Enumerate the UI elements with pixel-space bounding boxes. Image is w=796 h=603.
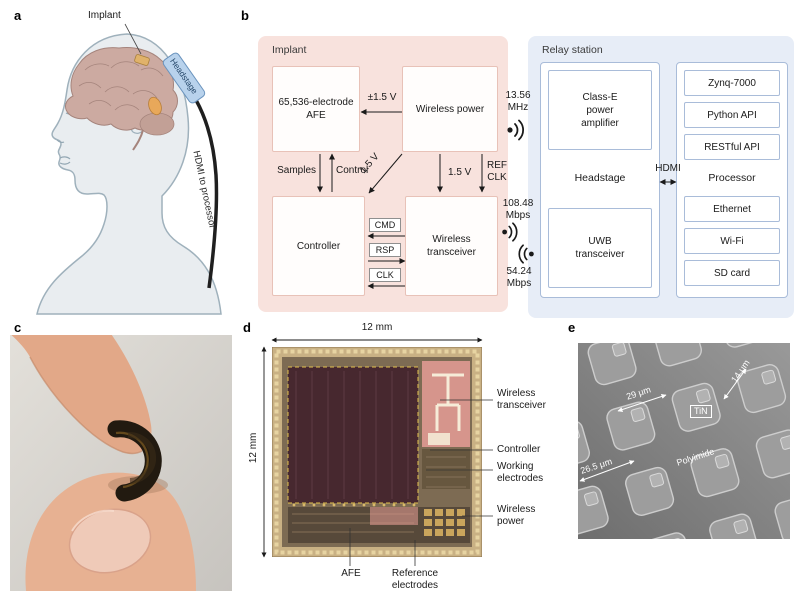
downlink-rate-label: 54.24 Mbps [506, 266, 532, 289]
hdmi-cable [194, 99, 219, 289]
rsp-label: RSP [369, 243, 401, 257]
arrow-29um [617, 394, 667, 412]
uwb-transceiver-block: UWB transceiver [548, 208, 652, 288]
headstage-block-label: Headstage [574, 172, 626, 184]
sem-measurement-arrows [579, 368, 747, 482]
die-micrograph [272, 347, 482, 557]
die-width-label: 12 mm [361, 322, 393, 333]
die-height-label: 12 mm [248, 432, 260, 464]
restful-api-module: RESTful API [684, 134, 780, 160]
panel-d-letter: d [243, 320, 251, 335]
arrow-265um [579, 460, 635, 482]
implant-region-title: Implant [272, 44, 307, 56]
ethernet-module: Ethernet [684, 196, 780, 222]
panel-b-letter: b [241, 8, 249, 23]
pm15v-label: ±1.5 V [367, 92, 397, 103]
highlight-region [370, 507, 418, 525]
reference-electrode-dots [292, 503, 416, 507]
sem-image [578, 343, 790, 539]
wireless-power-block: Wireless power [402, 66, 498, 152]
panel-c-letter: c [14, 320, 22, 335]
controller-block: Controller [272, 196, 365, 296]
cerebellum [139, 112, 175, 136]
implant-device [134, 54, 150, 66]
samples-label: Samples [277, 165, 316, 176]
connector-device [148, 96, 162, 116]
array-texture [295, 371, 409, 499]
relay-region-title: Relay station [542, 44, 603, 56]
uplink-signal-icon [502, 222, 518, 242]
frequency-label: 13.56 MHz [505, 90, 531, 113]
clk-label: CLK [369, 268, 401, 282]
sem-label-tin: TiN [690, 405, 712, 418]
sdcard-module: SD card [684, 260, 780, 286]
annotation-reference-electrodes: Reference electrodes [391, 568, 439, 591]
processor-block [676, 62, 788, 298]
annotation-afe: AFE [341, 568, 361, 579]
processor-block-label: Processor [708, 172, 756, 184]
controller-region [422, 449, 470, 489]
working-electrode-array [287, 366, 419, 504]
headstage-device [162, 52, 206, 104]
finger-shading [29, 356, 143, 455]
wireless-transceiver-block: Wireless transceiver [405, 196, 498, 296]
antenna-traces [432, 373, 464, 431]
chip-inner-face [127, 431, 157, 484]
brainstem [132, 129, 144, 151]
rf-signal-icon [507, 119, 525, 141]
controller-texture [426, 456, 466, 488]
annotation-wireless-transceiver: Wireless transceiver [497, 388, 546, 411]
control-label: Control [336, 165, 369, 176]
panel-e-letter: e [568, 320, 576, 335]
pad-ring [274, 349, 480, 555]
implant-pointer-line [124, 23, 142, 55]
wireless-power-pads [424, 509, 465, 536]
annotation-working-electrodes: Working electrodes [497, 461, 544, 484]
panel-a-letter: a [14, 8, 22, 23]
nail-highlight [71, 509, 115, 532]
afe-block: 65,536-electrode AFE [272, 66, 360, 152]
python-api-module: Python API [684, 102, 780, 128]
15v-label: 1.5 V [448, 167, 472, 178]
uplink-rate-label: 108.48 Mbps [502, 198, 534, 221]
wifi-module: Wi-Fi [684, 228, 780, 254]
downlink-signal-icon [518, 244, 534, 264]
arrow-14um [723, 368, 747, 400]
implant-callout-label: Implant [88, 10, 121, 21]
annotation-wireless-power: Wireless power [497, 504, 536, 527]
brain-gyri [78, 61, 164, 111]
annotation-controller: Controller [497, 444, 541, 455]
balun-block [428, 433, 450, 445]
chip-photo [10, 335, 232, 591]
head-illustration [36, 23, 222, 315]
hdmi-link-label: HDMI [655, 163, 681, 174]
refclk-label: REF CLK [487, 160, 507, 183]
class-e-amplifier-block: Class-E power amplifier [548, 70, 652, 150]
zynq-module: Zynq-7000 [684, 70, 780, 96]
cmd-label: CMD [369, 218, 401, 232]
